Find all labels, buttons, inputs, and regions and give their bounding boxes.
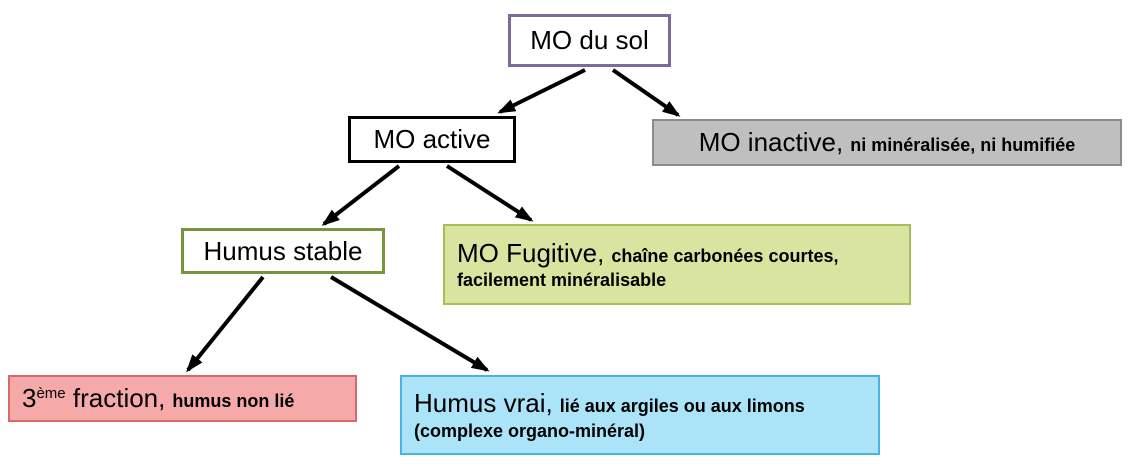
- arrow-root-to-active: [497, 68, 586, 114]
- node-label-line2: (complexe organo-minéral): [414, 420, 645, 443]
- node-title-rest: fraction,: [65, 383, 166, 414]
- node-title: MO du sol: [530, 25, 649, 56]
- arrow-active-to-stable: [321, 164, 401, 226]
- node-3eme-fraction: 3ème fraction, humus non lié: [8, 375, 357, 422]
- node-label: MO inactive, ni minéralisée, ni humifiée: [699, 126, 1076, 159]
- node-label-line2: facilement minéralisable: [457, 269, 666, 292]
- node-title-base: 3: [22, 383, 37, 414]
- node-subtitle-line2: (complexe organo-minéral): [414, 420, 646, 441]
- node-subtitle: lié aux argiles ou aux limons: [559, 396, 805, 417]
- node-subtitle: ni minéralisée, ni humifiée: [850, 135, 1076, 156]
- arrow-stable-to-fraction: [186, 275, 265, 373]
- arrow-active-to-fugitive: [445, 164, 534, 222]
- node-label: Humus stable: [204, 235, 363, 268]
- node-label: 3ème fraction, humus non lié: [22, 382, 294, 415]
- node-mo-fugitive: MO Fugitive, chaîne carbonées courtes, fa…: [443, 224, 911, 305]
- node-label: Humus vrai, lié aux argiles ou aux limons: [414, 387, 805, 420]
- node-label: MO Fugitive, chaîne carbonées courtes,: [457, 237, 838, 270]
- node-mo-du-sol: MO du sol: [508, 14, 671, 67]
- node-title: Humus vrai,: [414, 388, 553, 419]
- node-label: MO du sol: [530, 24, 649, 57]
- node-title-superscript: ème: [36, 385, 66, 403]
- arrow-root-to-inactive: [611, 68, 681, 117]
- node-title: Humus stable: [203, 235, 363, 266]
- node-humus-stable: Humus stable: [181, 228, 385, 274]
- node-subtitle-line2: facilement minéralisable: [457, 270, 667, 291]
- node-title: MO inactive,: [698, 127, 844, 158]
- node-title: MO active: [373, 124, 491, 155]
- node-label: MO active: [373, 123, 490, 156]
- node-subtitle: humus non lié: [172, 391, 295, 412]
- node-title: MO Fugitive,: [457, 237, 605, 268]
- node-humus-vrai: Humus vrai, lié aux argiles ou aux limons…: [400, 375, 880, 455]
- node-mo-active: MO active: [348, 116, 516, 163]
- node-mo-inactive: MO inactive, ni minéralisée, ni humifiée: [652, 119, 1122, 166]
- node-subtitle: chaîne carbonées courtes,: [611, 245, 839, 266]
